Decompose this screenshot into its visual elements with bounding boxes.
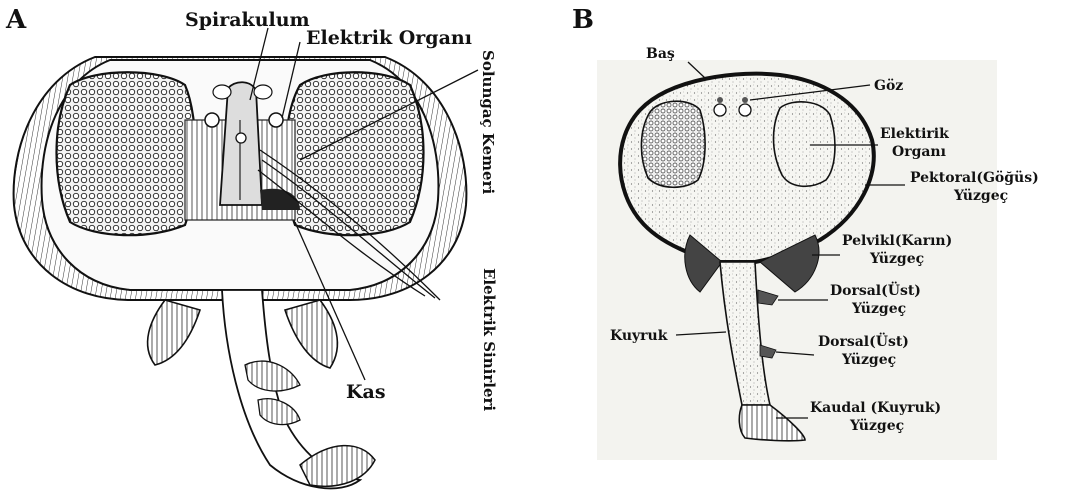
pelvic-fin-right <box>285 300 337 368</box>
panel-a: A <box>5 5 498 488</box>
label-spirakulum: Spirakulum <box>185 9 310 31</box>
label-kaudal-2: Yüzgeç <box>849 418 904 434</box>
eye-right <box>739 104 751 116</box>
panel-b-letter: B <box>572 5 594 35</box>
label-pektoral-2: Yüzgeç <box>953 188 1008 204</box>
electric-organ-b-left <box>641 101 705 187</box>
label-bas: Baş <box>646 46 675 62</box>
label-dorsal-1-2: Yüzgeç <box>851 301 906 317</box>
label-elektrik-organi-b-2: Organı <box>892 144 946 160</box>
label-kaudal-1: Kaudal (Kuyruk) <box>810 400 941 416</box>
label-dorsal-2-1: Dorsal(Üst) <box>818 331 909 350</box>
label-goz: Göz <box>874 78 903 94</box>
panel-a-letter: A <box>5 5 27 35</box>
label-dorsal-1-1: Dorsal(Üst) <box>830 280 921 299</box>
caudal-fin-a <box>300 446 375 487</box>
electric-organ-b-right <box>774 102 835 187</box>
label-elektrik-organi-b-1: Elektirik <box>880 126 949 142</box>
label-elektrik-sinirleri: Elektrik Sinirleri <box>480 268 498 411</box>
label-pelvik-1: Pelvikl(Karın) <box>842 233 952 249</box>
label-solungac-kemeri: Solungaç Kemeri <box>479 50 497 194</box>
label-elektrik-organi-a: Elektrik Organı <box>306 27 472 49</box>
pelvic-fin-left <box>148 300 200 365</box>
label-pelvik-2: Yüzgeç <box>869 251 924 267</box>
label-pektoral-1: Pektoral(Göğüs) <box>910 170 1039 186</box>
label-dorsal-2-2: Yüzgeç <box>841 352 896 368</box>
electric-organ-right <box>285 72 423 235</box>
label-kuyruk: Kuyruk <box>610 328 668 344</box>
eye-left <box>714 104 726 116</box>
panel-a-ray-illustration <box>14 57 467 488</box>
label-kas: Kas <box>346 381 386 403</box>
panel-b: B <box>572 5 1039 460</box>
electric-organ-left <box>57 72 196 235</box>
